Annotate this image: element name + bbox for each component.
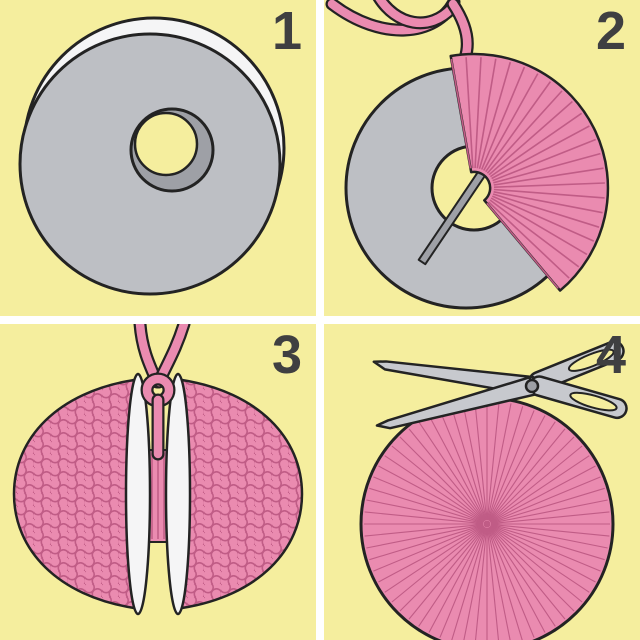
panel-step-1: 1 [0,0,316,316]
scissors-icon [372,340,628,430]
step-number: 1 [271,1,302,61]
yarn-knot [133,324,191,461]
panel-step-3: 3 [0,324,316,640]
step-number: 4 [595,325,626,385]
left-disc [124,372,152,616]
yarn-mass-left [12,378,136,610]
right-disc [164,372,192,616]
panel-step-4: 4 [324,324,640,640]
scissors-screw [524,378,540,394]
yarn-wrapping-illustration [325,0,610,310]
finished-pompom-illustration [359,340,628,640]
pompom-strands [364,401,610,640]
yarn-mass-right [180,378,304,610]
loose-yarn-strands [325,0,474,65]
disc-rings-illustration [18,16,286,296]
pompom [359,396,615,640]
fan-strands [450,57,605,289]
cardboard-discs [18,16,286,296]
yarn-fan [449,52,610,292]
step-number: 2 [595,1,626,61]
panel-step-2: 2 [324,0,640,316]
wrapped-discs-illustration [12,324,304,616]
step-number: 3 [271,325,302,385]
